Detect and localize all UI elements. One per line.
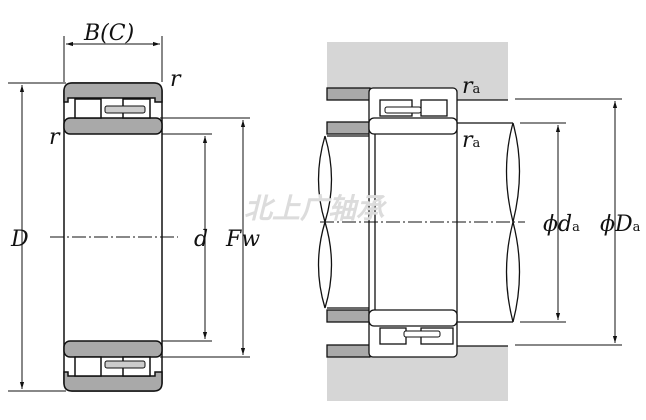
right-bearing-parts (317, 87, 521, 358)
ra-label-bottom-subscript: a (473, 136, 481, 151)
spacer-outer-bottom (326, 344, 371, 358)
right-dimension-lines (320, 98, 622, 346)
ra-label-bottom-main: r (462, 128, 474, 153)
Da-label-subscript: a (633, 220, 641, 235)
inner-ring-top (63, 117, 163, 135)
ra-label-top: ra (462, 74, 481, 99)
roller-bottom-left (74, 356, 102, 377)
left-dimension-lines (8, 36, 250, 392)
inner-ring-top (368, 117, 458, 135)
roller (420, 99, 448, 117)
ra-label-top-main: r (462, 74, 474, 99)
watermark: 北上广轴承 (244, 192, 387, 225)
right-mounting-section (317, 42, 622, 401)
r-label-side: r (49, 125, 61, 150)
Da-label: ϕDa (600, 212, 641, 237)
cage-bottom (104, 360, 146, 369)
ra-label-bottom: ra (462, 128, 481, 153)
Da-label-main: ϕD (600, 212, 633, 237)
spacer-inner-bottom (326, 309, 371, 323)
outer-diameter-label: D (10, 227, 29, 252)
inner-ring-bottom (63, 340, 163, 358)
inner-ring-bottom (368, 309, 458, 327)
cage-top (384, 106, 422, 114)
ra-label-top-subscript: a (473, 82, 481, 97)
cage-bottom (403, 330, 441, 338)
shaft-right (457, 122, 513, 323)
spacer-inner-top (326, 121, 371, 135)
fw-label: Fw (225, 227, 260, 252)
da-label-subscript: a (572, 220, 580, 235)
outer-ring-top (63, 82, 163, 103)
cage-top (104, 105, 146, 114)
bore-label: d (194, 227, 208, 252)
r-label-top: r (170, 67, 182, 92)
da-label: ϕda (543, 212, 580, 237)
da-label-main: ϕd (543, 212, 572, 237)
width-label: B(C) (83, 21, 134, 46)
roller (379, 327, 407, 345)
roller-top-left (74, 98, 102, 119)
spacer-outer-top (326, 87, 371, 101)
